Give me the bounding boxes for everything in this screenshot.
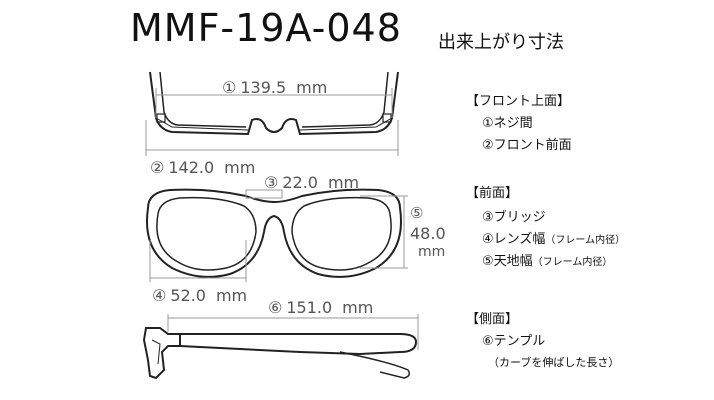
legend-item-bridge: ③ブリッジ: [482, 210, 546, 225]
model-number: MMF-19A-048: [130, 6, 402, 50]
dimension-1-value: 139.5: [240, 78, 287, 97]
dimension-5-index: ⑤: [410, 204, 424, 222]
legend-item-front-width: ②フロント前面: [482, 138, 572, 153]
legend-item-lens-height-note: （フレーム内径）: [532, 257, 613, 268]
legend-header-side: 【側面】: [466, 312, 519, 327]
legend-item-screw-distance: ①ネジ間: [482, 116, 533, 131]
legend-item-temple: ⑥テンプル: [482, 334, 546, 349]
dimension-4-index: ④: [152, 286, 167, 305]
side-view-drawing: [142, 327, 418, 380]
dimension-3-value: 22.0: [282, 173, 318, 192]
legend-panel: 【フロント上面】 ①ネジ間 ②フロント前面 【前面】 ③ブリッジ ④レンズ幅（フ…: [466, 90, 706, 380]
dimension-6-value: 151.0: [286, 298, 333, 317]
dimension-6-unit: mm: [342, 298, 374, 317]
legend-item-lens-width: ④レンズ幅（フレーム内径）: [482, 228, 625, 247]
page-subtitle: 出来上がり寸法: [438, 32, 564, 53]
dimension-2-value: 142.0: [168, 158, 215, 177]
dimension-1-index: ①: [222, 78, 237, 97]
dimension-2-unit: mm: [224, 158, 256, 177]
legend-item-lens-height: ⑤天地幅（フレーム内径）: [482, 250, 612, 269]
dimension-3-unit: mm: [327, 173, 360, 192]
dimension-4-unit: mm: [215, 286, 248, 305]
top-view-drawing: [149, 71, 399, 136]
dimension-2-index: ②: [150, 158, 165, 177]
dimension-3-index: ③: [264, 173, 279, 192]
dimension-4-value: 52.0: [170, 286, 206, 305]
legend-item-lens-width-note: （フレーム内径）: [545, 235, 626, 246]
front-view-drawing: [146, 188, 402, 278]
legend-temple-note: （カーブを伸ばした長さ）: [488, 356, 620, 369]
dimension-5-unit: mm: [418, 244, 446, 260]
dimension-1-unit: mm: [296, 78, 328, 97]
dimension-6-index: ⑥: [268, 298, 283, 317]
legend-header-front-top: 【フロント上面】: [466, 94, 571, 109]
legend-header-front: 【前面】: [466, 186, 519, 201]
legend-item-lens-width-label: ④レンズ幅: [482, 232, 546, 247]
dimension-5-value: 48.0: [410, 224, 446, 243]
legend-item-lens-height-label: ⑤天地幅: [482, 254, 533, 269]
